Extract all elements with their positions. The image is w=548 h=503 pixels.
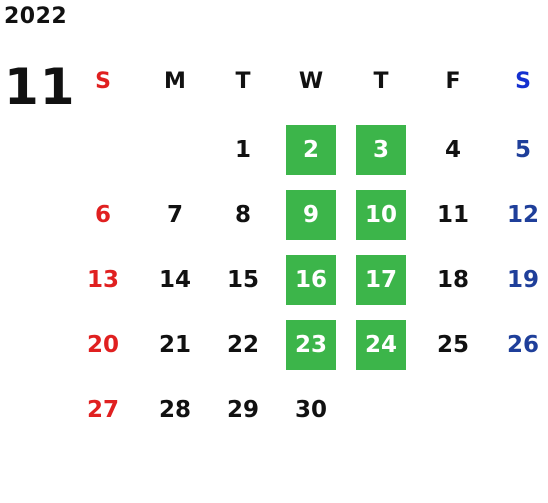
- day-cell[interactable]: 30: [294, 397, 327, 423]
- day-cell[interactable]: 25: [436, 332, 469, 358]
- day-cell[interactable]: 13: [86, 267, 119, 293]
- weekday-header: F: [445, 68, 461, 94]
- day-cell-highlighted[interactable]: 3: [356, 125, 406, 175]
- day-cell-highlighted[interactable]: 10: [356, 190, 406, 240]
- day-cell[interactable]: 15: [226, 267, 259, 293]
- weekday-header: W: [298, 68, 324, 94]
- day-cell[interactable]: 28: [158, 397, 191, 423]
- day-cell[interactable]: 1: [234, 137, 251, 163]
- weekday-header: T: [235, 68, 251, 94]
- day-cell-highlighted[interactable]: 9: [286, 190, 336, 240]
- day-cell[interactable]: 4: [444, 137, 461, 163]
- day-cell[interactable]: 14: [158, 267, 191, 293]
- day-cell-highlighted[interactable]: 17: [356, 255, 406, 305]
- day-cell[interactable]: 27: [86, 397, 119, 423]
- weekday-header: S: [515, 68, 531, 94]
- day-cell-highlighted[interactable]: 2: [286, 125, 336, 175]
- day-cell[interactable]: 19: [506, 267, 539, 293]
- day-cell[interactable]: 12: [506, 202, 539, 228]
- day-cell[interactable]: 6: [94, 202, 111, 228]
- day-cell[interactable]: 18: [436, 267, 469, 293]
- weekday-header: M: [164, 68, 186, 94]
- weekday-header: T: [373, 68, 389, 94]
- day-cell[interactable]: 22: [226, 332, 259, 358]
- day-cell[interactable]: 11: [436, 202, 469, 228]
- day-cell[interactable]: 7: [166, 202, 183, 228]
- day-cell[interactable]: 21: [158, 332, 191, 358]
- weekday-header: S: [95, 68, 111, 94]
- month-number: 11: [4, 58, 76, 116]
- day-cell-highlighted[interactable]: 16: [286, 255, 336, 305]
- day-cell[interactable]: 26: [506, 332, 539, 358]
- year-label: 2022: [4, 4, 68, 29]
- day-cell[interactable]: 8: [234, 202, 251, 228]
- day-cell[interactable]: 5: [514, 137, 531, 163]
- day-cell-highlighted[interactable]: 24: [356, 320, 406, 370]
- day-cell[interactable]: 29: [226, 397, 259, 423]
- day-cell-highlighted[interactable]: 23: [286, 320, 336, 370]
- day-cell[interactable]: 20: [86, 332, 119, 358]
